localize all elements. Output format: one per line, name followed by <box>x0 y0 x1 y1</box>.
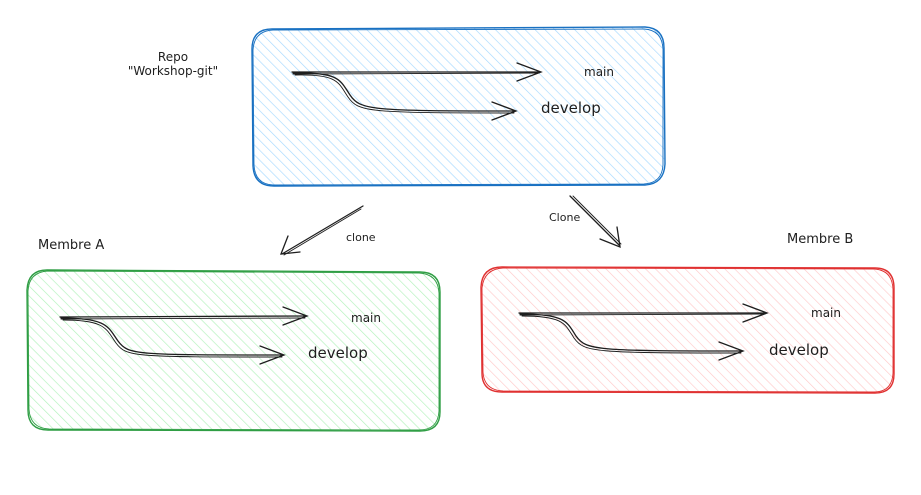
clone-label-right: Clone <box>549 211 581 224</box>
member-b-box <box>480 266 895 394</box>
member-b-develop-label: develop <box>769 341 829 359</box>
repo-main-arrow <box>291 62 543 82</box>
clone-arrow-right <box>569 195 622 249</box>
repo-develop-label: develop <box>541 99 601 117</box>
member-b-title: Membre B <box>787 232 854 247</box>
member-a-develop-arrow <box>60 317 286 365</box>
repo-title: Repo "Workshop-git" <box>108 50 238 79</box>
repo-main-label: main <box>584 65 614 79</box>
repo-title-line1: Repo <box>157 50 189 64</box>
member-a-develop-label: develop <box>308 344 368 362</box>
member-a-box <box>26 269 441 432</box>
member-b-develop-arrow <box>519 313 745 361</box>
clone-arrow-left <box>280 205 364 256</box>
member-a-title: Membre A <box>38 238 105 253</box>
repo-develop-arrow <box>292 72 518 121</box>
repo-box <box>251 26 666 187</box>
member-a-main-arrow <box>59 306 309 326</box>
clone-label-left: clone <box>346 231 376 244</box>
member-b-main-arrow <box>518 303 769 323</box>
repo-title-line2: "Workshop-git" <box>127 64 219 79</box>
member-a-main-label: main <box>351 311 381 325</box>
member-b-main-label: main <box>811 306 841 320</box>
